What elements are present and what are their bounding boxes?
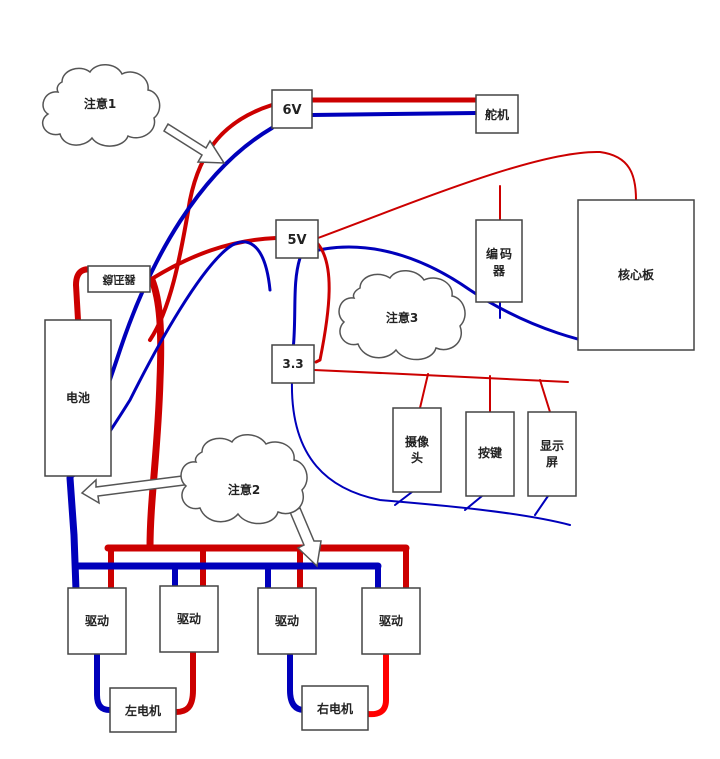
driver3-label: 驱动 bbox=[275, 614, 299, 628]
battery-label: 电池 bbox=[66, 390, 90, 405]
note3-label: 注意3 bbox=[386, 310, 418, 325]
wire-5v-33-red bbox=[314, 242, 331, 364]
note1-label: 注意1 bbox=[84, 96, 116, 111]
note1-cloud bbox=[42, 64, 161, 147]
three-three-box bbox=[271, 344, 315, 384]
note2-cloud bbox=[180, 434, 308, 525]
wire-regulator-bus-red bbox=[146, 276, 165, 552]
wire-driver4-rightmotor-red bbox=[365, 652, 389, 718]
note2-arrow-down bbox=[289, 507, 322, 568]
button-label: 按键 bbox=[478, 445, 502, 460]
right-motor-label: 右电机 bbox=[316, 701, 353, 716]
battery-box bbox=[44, 319, 112, 477]
five-v-box bbox=[275, 219, 319, 259]
driver2-label: 驱动 bbox=[177, 612, 201, 626]
regulator-box bbox=[87, 265, 151, 293]
six-v-box bbox=[271, 89, 313, 129]
wire-6v-servo-blue bbox=[310, 111, 478, 117]
note3-cloud bbox=[338, 270, 466, 361]
wire-driver1-leftmotor-blue bbox=[94, 652, 113, 713]
right-motor-box bbox=[301, 685, 369, 731]
driver4-label: 驱动 bbox=[379, 614, 403, 628]
six-v-label: 6V bbox=[282, 103, 301, 118]
camera-label-2: 头 bbox=[411, 450, 423, 465]
wire-5v-regulator-red bbox=[148, 236, 278, 282]
display-box bbox=[527, 411, 577, 497]
wire-5v-core-red bbox=[317, 150, 637, 239]
driver2-box bbox=[159, 585, 219, 653]
wire-6v-battery-red bbox=[148, 103, 274, 342]
left-motor-label: 左电机 bbox=[124, 703, 161, 718]
driver4-box bbox=[361, 587, 421, 655]
wire-camera-red bbox=[419, 373, 429, 409]
display-label-1: 显示 bbox=[540, 439, 564, 453]
camera-label-1: 摄像 bbox=[405, 434, 430, 449]
note2-label: 注意2 bbox=[228, 482, 260, 497]
regulator-label-mirrored: 稳压器 bbox=[103, 273, 137, 287]
encoder-label-3: 器 bbox=[492, 264, 506, 278]
display-label-2: 屏 bbox=[545, 455, 558, 469]
note-arrows bbox=[80, 122, 322, 568]
wire-battery-bus-blue bbox=[66, 474, 80, 594]
five-v-label: 5V bbox=[287, 233, 306, 248]
wire-button-blue bbox=[464, 495, 483, 511]
wire-display-blue bbox=[534, 495, 549, 516]
note-labels: 注意1 注意2 注意3 bbox=[84, 96, 418, 497]
driver1-label: 驱动 bbox=[85, 614, 109, 628]
wire-33-peripherals-red bbox=[313, 369, 569, 383]
three-three-label: 3.3 bbox=[282, 357, 303, 371]
wires bbox=[66, 97, 637, 718]
servo-box bbox=[475, 94, 519, 134]
servo-label: 舵机 bbox=[485, 107, 509, 122]
left-motor-box bbox=[109, 687, 177, 733]
encoder-label-1: 编 bbox=[485, 246, 498, 261]
wire-camera-blue bbox=[394, 491, 413, 506]
core-board-label: 核心板 bbox=[618, 267, 655, 282]
encoder-label-2: 码 bbox=[500, 247, 512, 261]
button-box bbox=[465, 411, 515, 497]
note1-arrow bbox=[162, 122, 226, 164]
wire-driver2-leftmotor-red bbox=[173, 649, 196, 715]
component-labels: 6V 舵机 5V 编 码 器 核心板 稳压器 电池 3.3 摄像 头 按键 显示… bbox=[66, 103, 655, 718]
wire-33-peripherals-blue bbox=[290, 379, 571, 526]
driver1-box bbox=[67, 587, 127, 655]
encoder-box bbox=[475, 219, 523, 303]
camera-box bbox=[392, 407, 442, 493]
note2-arrow-left bbox=[80, 473, 201, 505]
component-boxes bbox=[44, 89, 695, 733]
wire-display-red bbox=[539, 379, 551, 413]
note-clouds bbox=[42, 64, 466, 525]
driver3-box bbox=[257, 587, 317, 655]
core-board-box bbox=[577, 199, 695, 351]
